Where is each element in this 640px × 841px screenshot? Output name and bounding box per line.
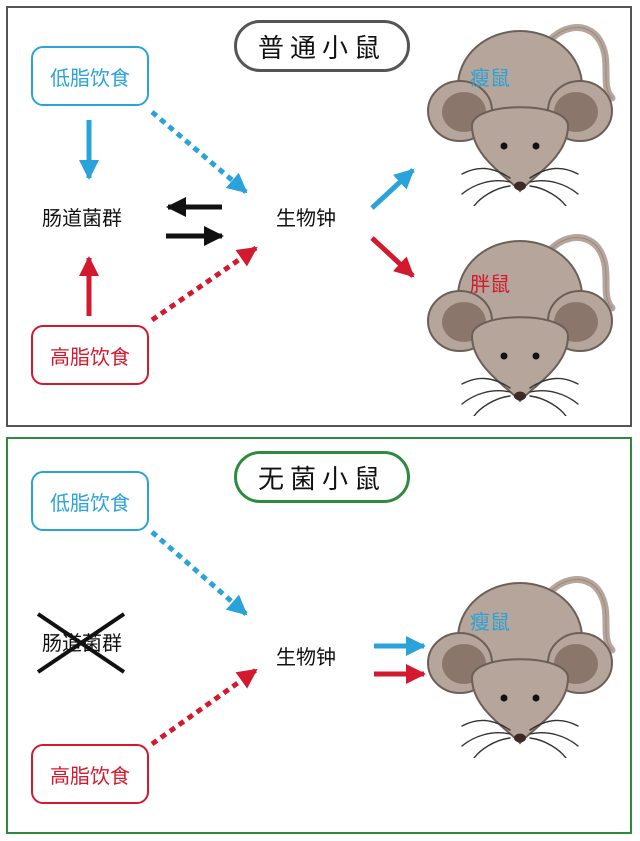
arrow-clock-to-fat bbox=[370, 236, 415, 278]
fat-mouse-label: 胖鼠 bbox=[470, 272, 510, 296]
cross-out-line-2 bbox=[36, 612, 126, 674]
normal-mouse-title: 普通小鼠 bbox=[234, 20, 410, 72]
lean-mouse-label: 瘦鼠 bbox=[470, 66, 510, 90]
germ-free-mouse-title: 无菌小鼠 bbox=[234, 451, 410, 503]
high-fat-diet-box: 高脂饮食 bbox=[31, 325, 149, 385]
arrow-clock-to-lean bbox=[370, 168, 415, 210]
low-fat-diet-box-2: 低脂饮食 bbox=[31, 471, 149, 531]
circadian-clock-label-2: 生物钟 bbox=[276, 645, 336, 669]
high-fat-diet-box-2: 高脂饮食 bbox=[31, 744, 149, 804]
lean-mouse-image-2 bbox=[422, 568, 622, 758]
normal-mouse-panel bbox=[6, 6, 632, 427]
arrow-low-fat-to-clock-2 bbox=[150, 530, 248, 616]
germ-free-mouse-panel bbox=[6, 437, 632, 834]
circadian-clock-label: 生物钟 bbox=[276, 206, 336, 230]
arrow-high-fat-to-clock-2 bbox=[150, 667, 258, 747]
gut-flora-label: 肠道菌群 bbox=[42, 206, 122, 230]
low-fat-diet-box: 低脂饮食 bbox=[31, 46, 149, 106]
lean-mouse-label-2: 瘦鼠 bbox=[470, 610, 510, 634]
arrow-low-fat-to-clock bbox=[150, 110, 248, 194]
